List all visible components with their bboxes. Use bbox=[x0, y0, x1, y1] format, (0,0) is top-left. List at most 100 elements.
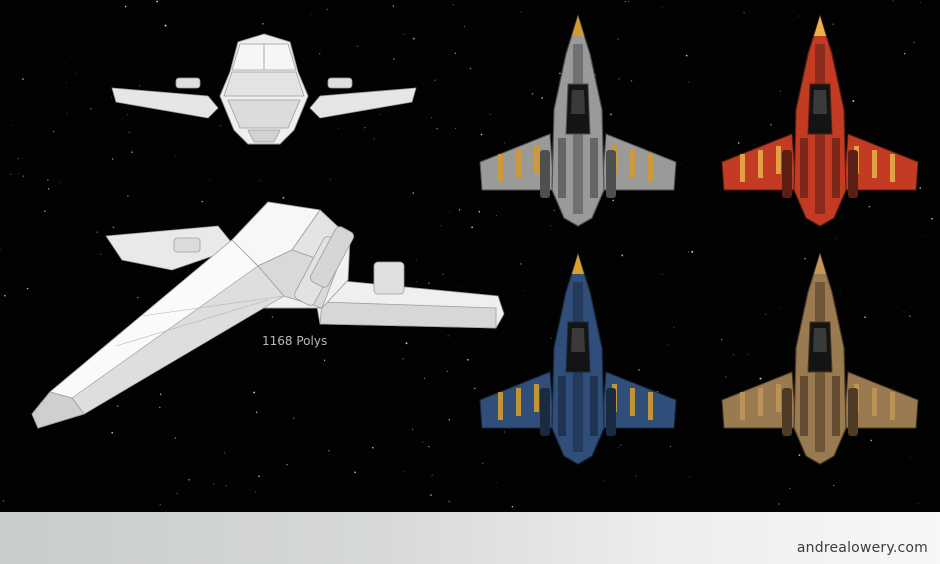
wing-stripe bbox=[516, 388, 521, 416]
star bbox=[380, 113, 382, 115]
star bbox=[219, 125, 222, 127]
star bbox=[691, 250, 694, 253]
star bbox=[128, 131, 131, 134]
star bbox=[635, 475, 637, 477]
star bbox=[661, 274, 663, 275]
star bbox=[276, 510, 278, 512]
star bbox=[105, 167, 107, 169]
star bbox=[255, 411, 258, 414]
engine-pod bbox=[606, 388, 616, 436]
star bbox=[909, 315, 911, 317]
star bbox=[689, 476, 691, 478]
star bbox=[59, 181, 61, 183]
star bbox=[124, 5, 127, 8]
star bbox=[778, 503, 780, 505]
star bbox=[338, 127, 340, 129]
star bbox=[628, 1, 630, 2]
star bbox=[903, 311, 905, 313]
star bbox=[504, 431, 505, 433]
star bbox=[681, 163, 682, 165]
star bbox=[661, 7, 663, 8]
star bbox=[373, 145, 375, 146]
star bbox=[669, 445, 671, 448]
star bbox=[673, 326, 675, 328]
star bbox=[520, 263, 522, 265]
star bbox=[201, 200, 203, 203]
star bbox=[446, 370, 448, 372]
engine-pod bbox=[540, 150, 550, 198]
star bbox=[553, 209, 555, 211]
star bbox=[112, 158, 114, 160]
wing-stripe bbox=[776, 146, 781, 174]
star bbox=[541, 97, 543, 99]
star bbox=[667, 344, 669, 346]
star bbox=[423, 377, 425, 379]
wing-stripe bbox=[630, 150, 635, 178]
star bbox=[434, 79, 436, 81]
star bbox=[688, 251, 689, 253]
side-panel bbox=[832, 138, 840, 198]
star bbox=[870, 439, 873, 442]
star bbox=[480, 133, 483, 136]
star bbox=[47, 188, 50, 190]
site-url: andrealowery.com bbox=[796, 540, 928, 556]
star bbox=[3, 294, 6, 297]
star bbox=[110, 96, 113, 98]
star bbox=[452, 4, 454, 6]
star bbox=[868, 205, 871, 208]
star bbox=[621, 254, 624, 257]
wing-stripe bbox=[740, 392, 745, 420]
star bbox=[44, 210, 46, 212]
star bbox=[430, 117, 432, 119]
star bbox=[405, 342, 408, 345]
star bbox=[474, 387, 476, 390]
star bbox=[630, 80, 633, 82]
star bbox=[618, 78, 621, 80]
wing-stripe bbox=[872, 150, 877, 178]
star bbox=[913, 41, 915, 44]
ship-perspective-view bbox=[31, 201, 505, 429]
star bbox=[721, 338, 723, 341]
star bbox=[759, 377, 762, 380]
star bbox=[231, 385, 233, 387]
star bbox=[10, 173, 12, 175]
star bbox=[737, 142, 740, 144]
star bbox=[373, 137, 375, 140]
star bbox=[2, 500, 5, 502]
wing-stripe bbox=[890, 154, 895, 182]
star bbox=[412, 37, 415, 40]
wing-stripe bbox=[516, 150, 521, 178]
star bbox=[258, 475, 260, 478]
star bbox=[164, 24, 167, 27]
side-panel bbox=[590, 138, 598, 198]
star bbox=[852, 100, 855, 102]
star bbox=[919, 187, 921, 189]
wing-stripe bbox=[740, 154, 745, 182]
star bbox=[100, 253, 102, 255]
star bbox=[458, 209, 461, 211]
star bbox=[469, 67, 472, 70]
star bbox=[520, 11, 522, 13]
star bbox=[604, 480, 606, 482]
wing-stripe bbox=[534, 146, 539, 174]
star bbox=[139, 85, 141, 87]
star bbox=[489, 114, 491, 115]
star bbox=[478, 210, 481, 213]
star bbox=[550, 337, 552, 340]
canopy-glass bbox=[571, 328, 585, 352]
star bbox=[833, 484, 835, 486]
star bbox=[159, 406, 161, 409]
star bbox=[921, 236, 923, 237]
star bbox=[271, 316, 274, 318]
wing-stripe bbox=[498, 392, 503, 420]
star bbox=[448, 500, 451, 503]
star bbox=[66, 113, 68, 115]
star bbox=[913, 145, 915, 147]
star bbox=[511, 506, 514, 508]
star bbox=[656, 390, 659, 393]
nose-tip bbox=[814, 16, 826, 36]
star bbox=[454, 52, 456, 54]
star bbox=[427, 282, 430, 285]
engine-pod bbox=[606, 150, 616, 198]
